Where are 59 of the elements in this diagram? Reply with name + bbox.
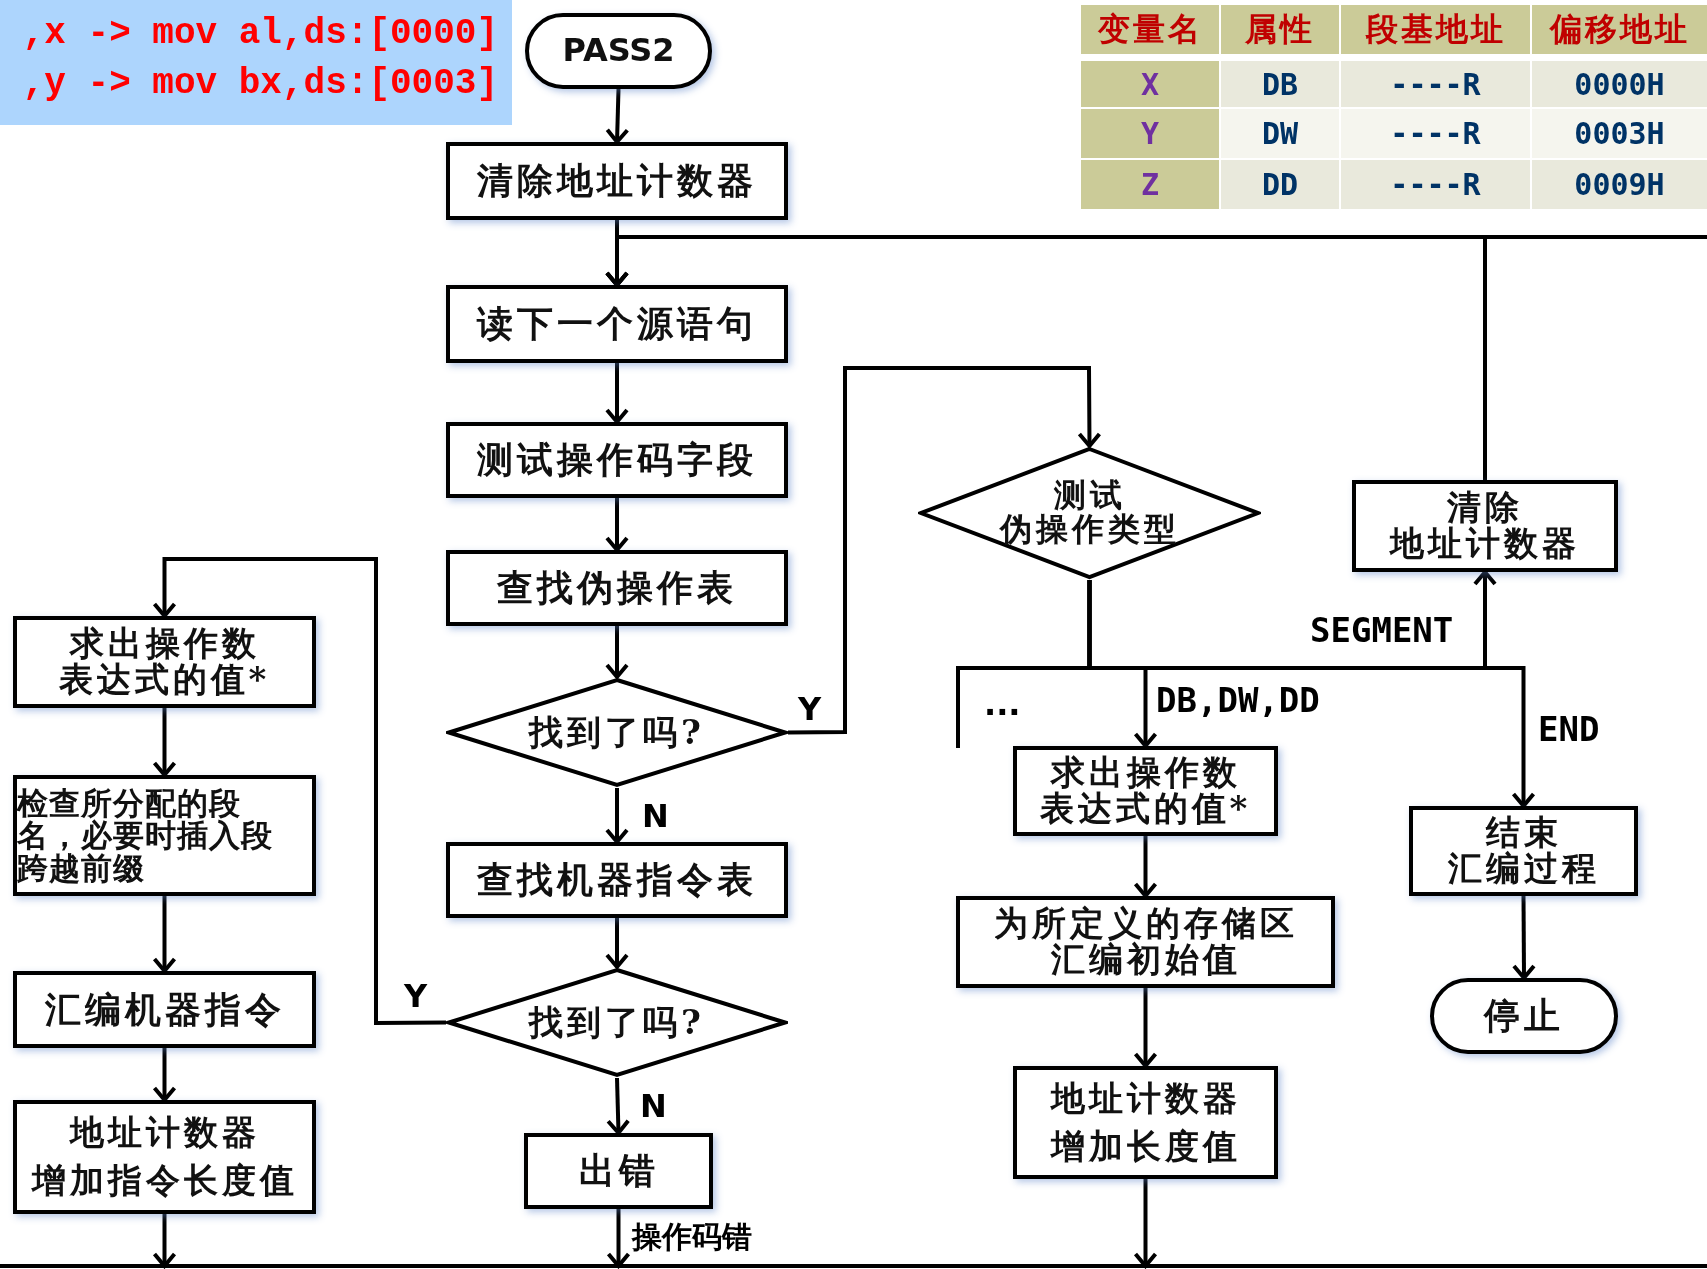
process-box: 地址计数器增加指令长度值: [13, 1100, 316, 1214]
process-box: 为所定义的存储区汇编初始值: [956, 896, 1335, 988]
arrow: [152, 896, 177, 973]
table-cell: 0000H: [1532, 61, 1707, 107]
arrow: [606, 1077, 631, 1135]
arrow: [152, 708, 177, 777]
arrow: [788, 366, 1102, 735]
decision-diamond: 找到了吗?: [446, 677, 788, 788]
end-terminator: 停止: [1430, 978, 1618, 1054]
process-box: 读下一个源语句: [446, 285, 788, 363]
arrow: [1511, 896, 1536, 980]
process-box: 求出操作数表达式的值*: [13, 616, 316, 708]
process-box: 清除地址计数器: [446, 142, 788, 220]
process-box: 出错: [524, 1133, 713, 1209]
arrow: [606, 1209, 631, 1268]
arrow: [152, 1048, 177, 1102]
start-terminator: PASS2: [525, 13, 712, 89]
arrow: [605, 88, 630, 144]
table-cell: DB: [1221, 61, 1339, 107]
process-box: 求出操作数表达式的值*: [1013, 746, 1278, 836]
decision-diamond: 找到了吗?: [446, 967, 788, 1078]
process-box: 检查所分配的段名，必要时插入段跨越前缀: [13, 775, 316, 896]
arrow: [605, 918, 629, 969]
table-header-cell: 段基地址: [1341, 5, 1530, 54]
arrow: [605, 498, 629, 552]
arrow: [1087, 580, 1536, 808]
table-cell: ----R: [1341, 160, 1530, 209]
process-box: 汇编机器指令: [13, 971, 316, 1048]
table-header-cell: 变量名: [1081, 5, 1219, 54]
table-cell: Z: [1081, 160, 1219, 209]
process-box: 结束汇编过程: [1409, 806, 1638, 896]
arrow: [605, 363, 629, 424]
process-box: 查找伪操作表: [446, 550, 788, 626]
arrow: [605, 626, 629, 679]
edge-label: 操作码错: [630, 1222, 754, 1252]
arrow: [152, 557, 446, 1025]
table-cell: X: [1081, 61, 1219, 107]
table-header-cell: 偏移地址: [1532, 5, 1707, 54]
arrow: [1133, 1179, 1158, 1268]
table-cell: ----R: [1341, 109, 1530, 158]
process-box: 测试操作码字段: [446, 422, 788, 498]
code-line: ,x -> mov al,ds:[0000]: [22, 16, 498, 52]
table-cell: ----R: [1341, 61, 1530, 107]
table-cell: 0009H: [1532, 160, 1707, 209]
arrow: [605, 788, 629, 844]
arrow: [1133, 836, 1158, 898]
process-box: 地址计数器增加长度值: [1013, 1066, 1278, 1179]
code-line: ,y -> mov bx,ds:[0003]: [22, 66, 498, 102]
process-box: 查找机器指令表: [446, 842, 788, 918]
arrow: [1133, 988, 1158, 1068]
process-box: 清除地址计数器: [1352, 480, 1618, 572]
table-cell: Y: [1081, 109, 1219, 158]
table-cell: 0003H: [1532, 109, 1707, 158]
table-header-cell: 属性: [1221, 5, 1339, 54]
arrow: [605, 235, 1707, 287]
table-cell: DD: [1221, 160, 1339, 209]
table-cell: DW: [1221, 109, 1339, 158]
arrow: [152, 1214, 177, 1268]
decision-diamond: 测试伪操作类型: [918, 446, 1261, 580]
